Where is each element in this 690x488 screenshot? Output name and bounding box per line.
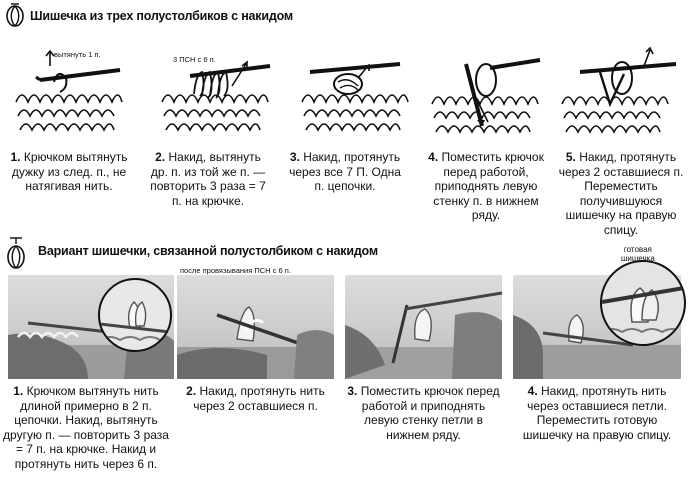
step-text: Накид, протянуть нить через оставшиеся п… (522, 384, 672, 442)
photo-step2 (177, 275, 334, 379)
illustration-step1 (10, 42, 124, 140)
annotation-pull-1: вытянуть 1 п. (54, 50, 101, 59)
illustration-step5 (560, 42, 680, 140)
zoom-circle-step1 (98, 278, 172, 352)
step-text: Накид, вытянуть др. п. из той же п. — по… (150, 150, 266, 208)
step3-caption: 3. Накид, протянуть через все 7 П. Одна … (283, 150, 407, 194)
step-number: 1. (13, 384, 24, 398)
illustration-step2 (160, 42, 274, 140)
step4-caption: 4. Поместить крючок перед работой, припо… (418, 150, 554, 223)
step-text: Поместить крючок перед работой и приподн… (360, 384, 500, 442)
illustration-step3 (300, 42, 410, 140)
annotation-ready-line2: шишечка (621, 254, 655, 263)
step-text: Накид, протянуть через все 7 П. Одна п. … (289, 150, 401, 193)
variant-step4-caption: 4. Накид, протянуть нить через оставшиес… (511, 384, 683, 442)
step-number: 1. (10, 150, 21, 164)
step-text: Крючком вытянуть нить длиной примерно в … (3, 384, 169, 471)
bobble-variant-symbol-icon (5, 236, 27, 270)
annotation-after-psn6: после провязывания ПСН с 6 п. (180, 266, 291, 275)
section1-title: Шишечка из трех полустолбиков с накидом (30, 9, 293, 23)
step-number: 5. (565, 150, 576, 164)
annotation-ready-line1: готовая (623, 245, 652, 254)
step-text: Накид, протянуть через 2 оставшиеся п. П… (558, 150, 684, 237)
variant-step2-caption: 2. Накид, протянуть нить через 2 оставши… (177, 384, 334, 413)
step-number: 2. (155, 150, 166, 164)
illustration-step4 (430, 42, 544, 140)
step-number: 3. (347, 384, 358, 398)
step-text: Крючком вытянуть дужку из след. п., не н… (11, 150, 128, 193)
step-number: 4. (527, 384, 538, 398)
step-number: 2. (186, 384, 197, 398)
annotation-3psn-6: 3 ПСН с 6 п. (173, 55, 216, 64)
variant-step3-caption: 3. Поместить крючок перед работой и прип… (345, 384, 502, 442)
zoom-circle-step4 (600, 260, 686, 346)
step5-caption: 5. Накид, протянуть через 2 оставшиеся п… (554, 150, 688, 237)
step-number: 4. (428, 150, 439, 164)
photo-step3 (345, 275, 502, 379)
section2-title: Вариант шишечки, связанной полустолбиком… (38, 244, 378, 258)
annotation-ready-bobble: готовая шишечка (621, 245, 655, 263)
step1-caption: 1. Крючком вытянуть дужку из след. п., н… (0, 150, 138, 194)
step-text: Накид, протянуть нить через 2 оставшиеся… (193, 384, 325, 413)
step-text: Поместить крючок перед работой, приподня… (433, 150, 544, 222)
bobble-symbol-icon (4, 3, 26, 27)
variant-step1-caption: 1. Крючком вытянуть нить длиной примерно… (0, 384, 172, 471)
step-number: 3. (289, 150, 300, 164)
step2-caption: 2. Накид, вытянуть др. п. из той же п. —… (146, 150, 270, 208)
